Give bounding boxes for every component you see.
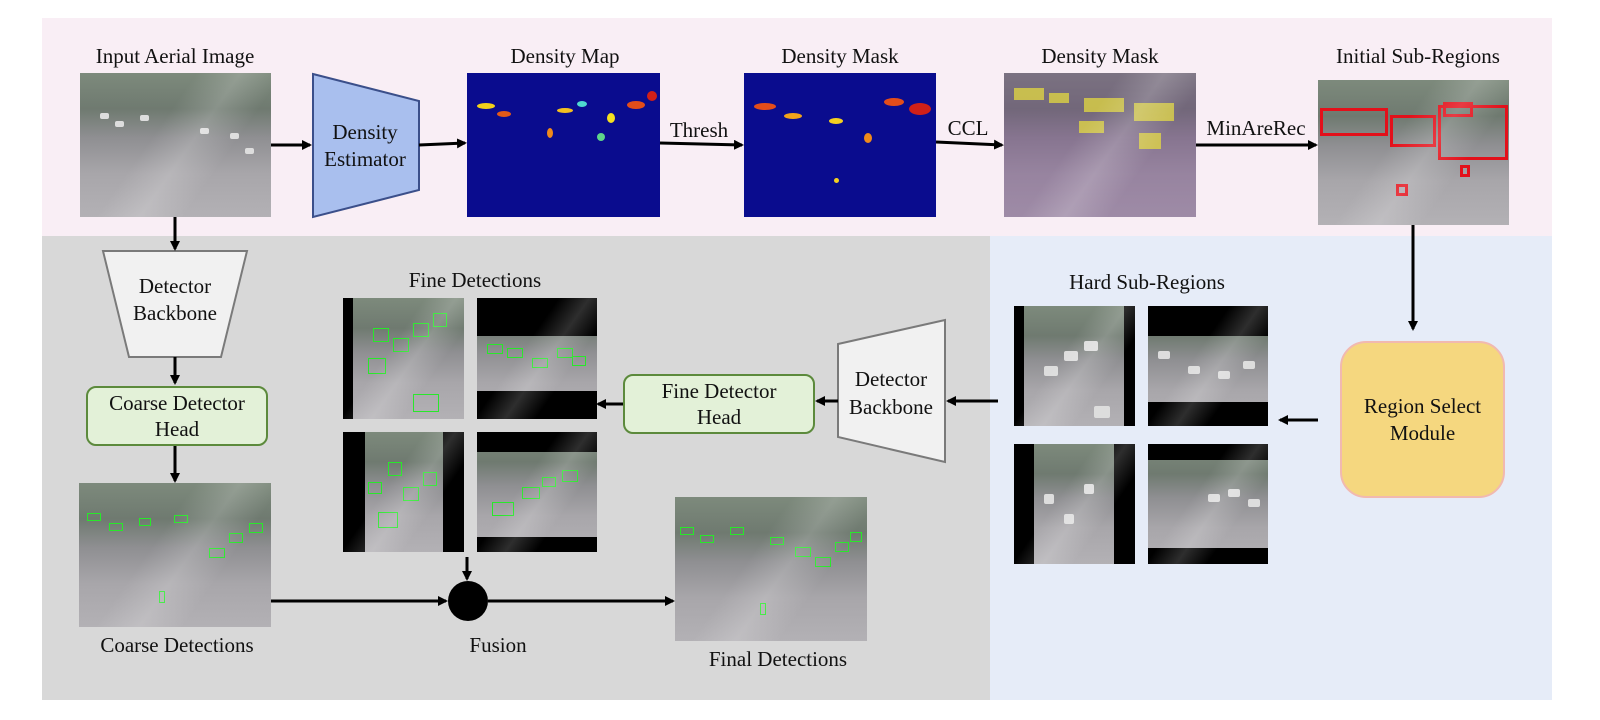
initial-subregions-title: Initial Sub-Regions: [1336, 44, 1500, 68]
arrow-estimator-to-map: [418, 138, 467, 149]
detector-backbone-left-line2: Backbone: [133, 300, 217, 325]
hard-subregion-4: [1148, 444, 1268, 564]
fine-head-line1: Fine Detector: [661, 378, 777, 403]
detector-backbone-right-line1: Detector: [854, 366, 928, 391]
density-mask-image: [744, 73, 936, 217]
fine-detections-title: Fine Detections: [408, 268, 542, 292]
initial-subregions-image: [1318, 80, 1509, 225]
minarerec-label: MinAreRec: [1206, 116, 1306, 140]
density-mask-2-title: Density Mask: [1041, 44, 1159, 68]
final-detections-title: Final Detections: [708, 647, 848, 671]
arrow-thresh: [659, 139, 744, 150]
detector-backbone-right-line2: Backbone: [849, 394, 933, 419]
final-detections-image: [675, 497, 867, 641]
coarse-head-line2: Head: [154, 417, 200, 441]
fusion-label: Fusion: [469, 633, 527, 657]
density-estimator-line2: Estimator: [324, 146, 406, 171]
thresh-label: Thresh: [669, 118, 729, 142]
detector-backbone-left-line1: Detector: [138, 273, 212, 298]
density-mask-1-title: Density Mask: [781, 44, 899, 68]
arrow-ccl: [935, 139, 1004, 150]
fine-detection-tile-3: [343, 432, 464, 552]
region-select-line2: Module: [1389, 420, 1456, 445]
hard-subregion-2: [1148, 306, 1268, 426]
density-map-title: Density Map: [510, 44, 620, 68]
fusion-node: [448, 581, 488, 621]
coarse-detections-image: [79, 483, 271, 627]
coarse-detections-title: Coarse Detections: [100, 633, 254, 657]
fine-head-line2: Head: [696, 405, 742, 429]
fine-detection-tile-2: [477, 298, 597, 419]
density-estimator-line1: Density: [332, 119, 398, 144]
density-mask-overlay-image: [1004, 73, 1196, 217]
region-select-line1: Region Select: [1363, 394, 1482, 419]
fine-detection-tile-1: [343, 298, 464, 419]
hard-subregion-1: [1014, 306, 1135, 426]
hard-subregions-title: Hard Sub-Regions: [1069, 270, 1225, 294]
input-aerial-image: [80, 73, 271, 217]
input-image-title: Input Aerial Image: [95, 44, 255, 68]
coarse-head-line1: Coarse Detector: [109, 390, 245, 415]
ccl-label: CCL: [947, 116, 989, 140]
fine-detection-tile-4: [477, 432, 597, 552]
density-map-image: [467, 73, 660, 217]
hard-subregion-3: [1014, 444, 1135, 564]
